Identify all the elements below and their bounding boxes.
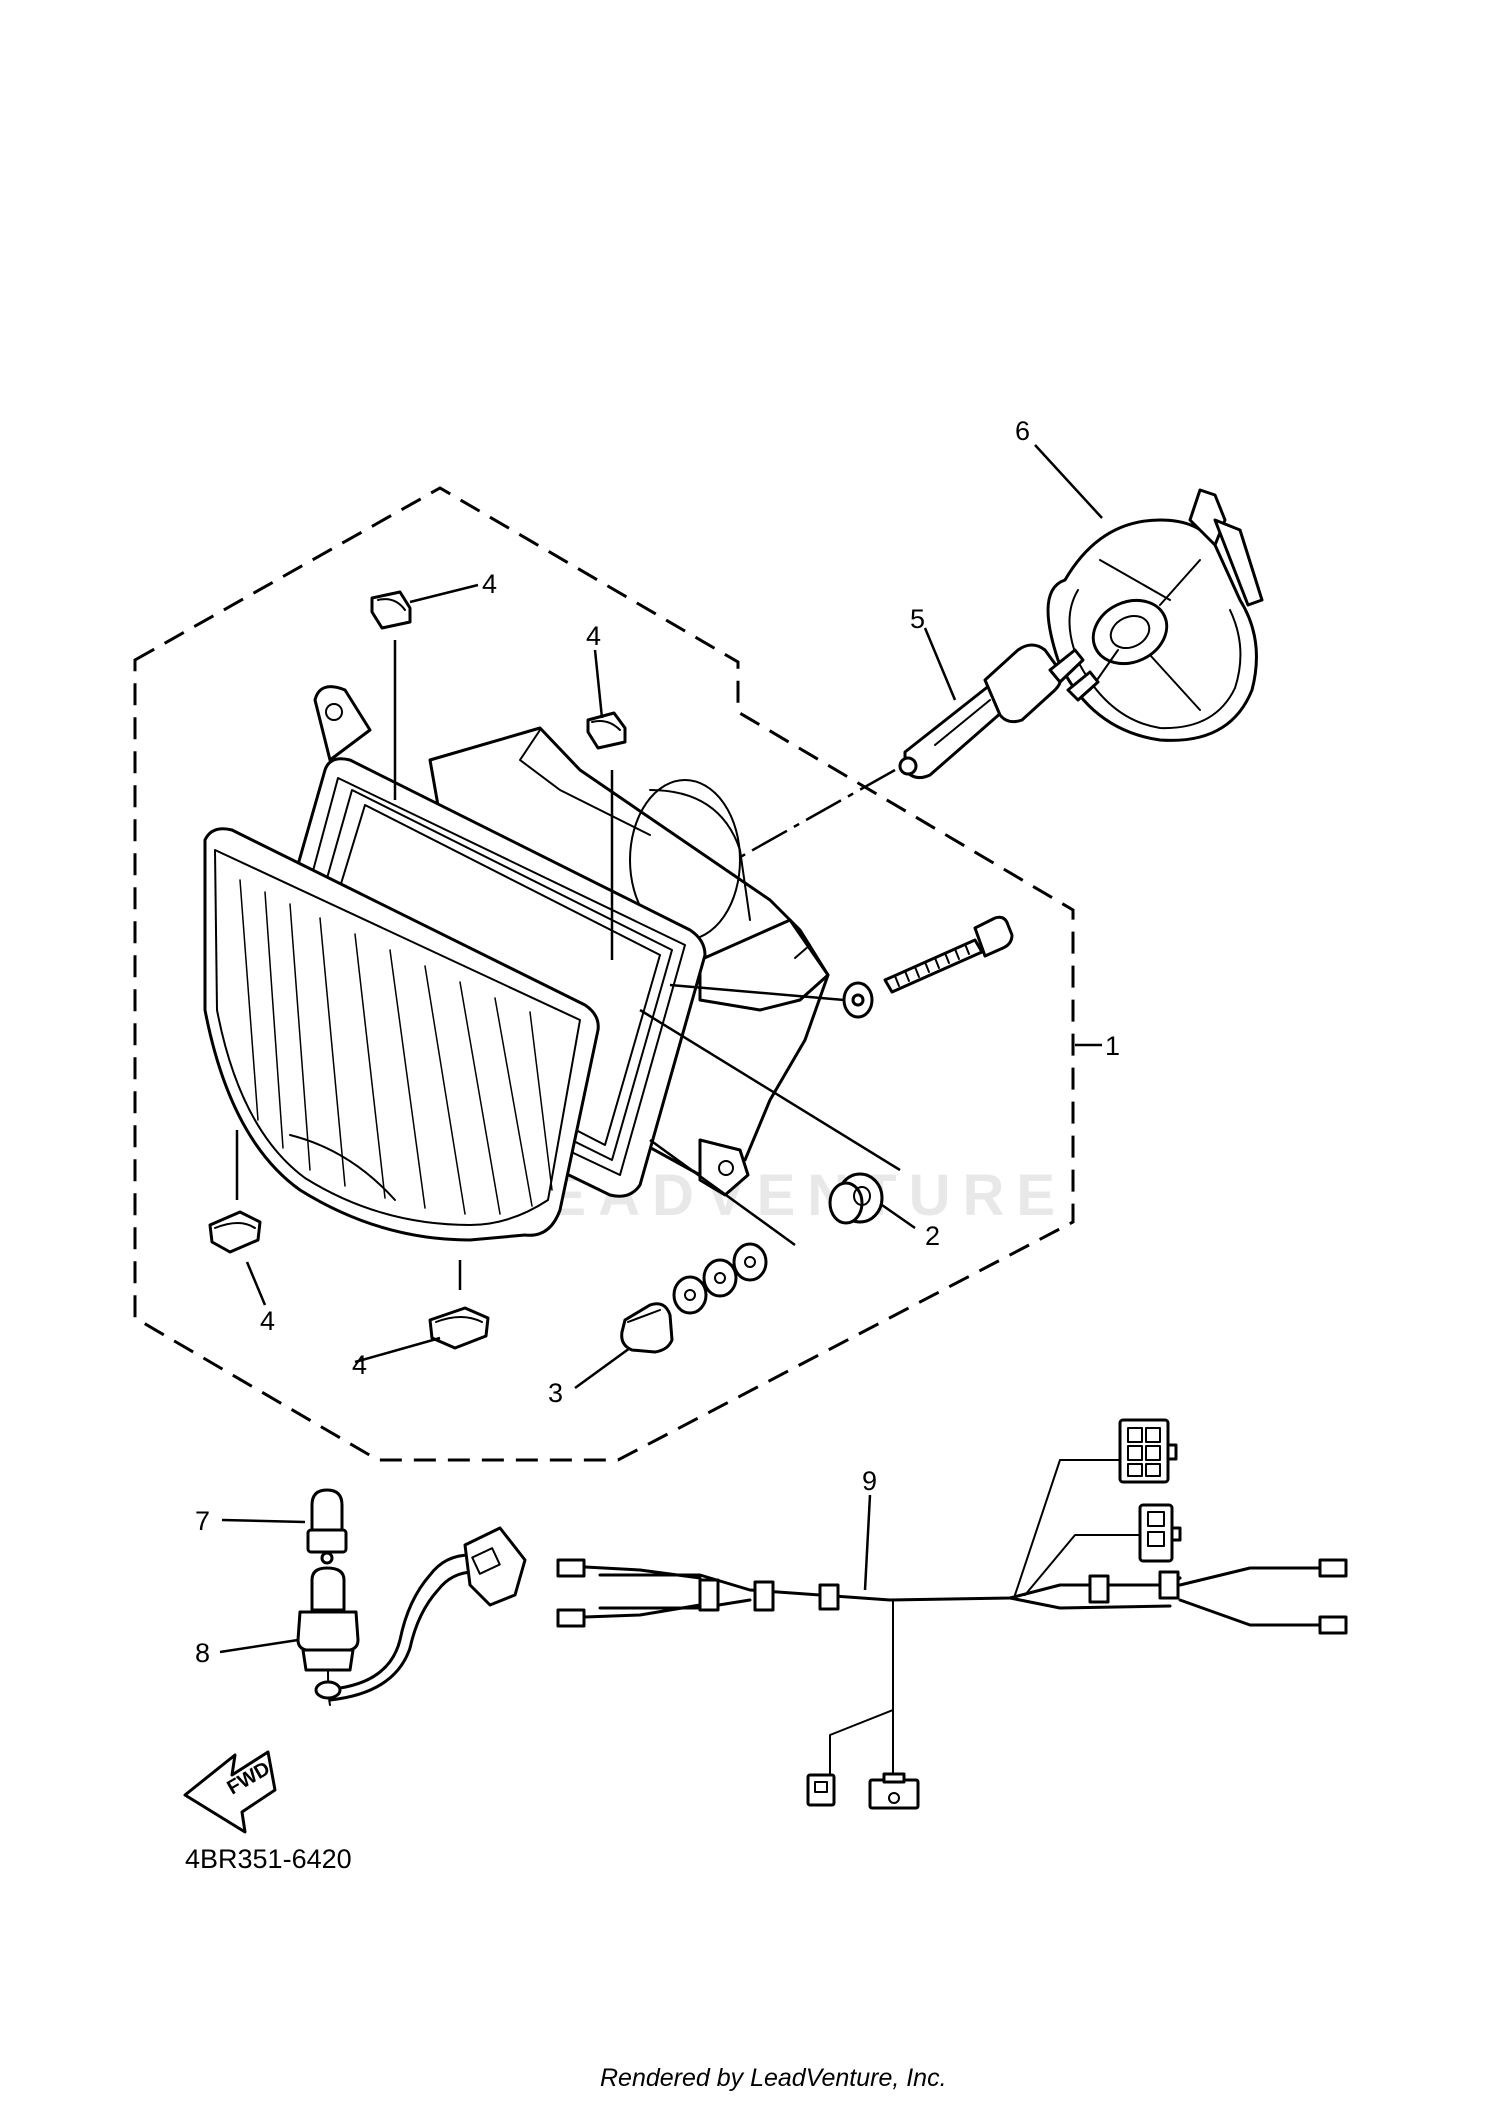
clip-bottom-left — [208, 1210, 262, 1254]
halogen-bulb — [898, 643, 1100, 780]
callout-3: 3 — [548, 1378, 563, 1408]
bulb-socket-cord — [296, 1526, 527, 1706]
adjuster-screw — [883, 915, 1014, 994]
wiring-harness — [556, 1418, 1348, 1810]
washer-set-3 — [620, 1242, 768, 1354]
part-code: 4BR351-6420 — [185, 1844, 352, 1874]
callout-leaders — [219, 444, 1103, 1654]
grommet-2 — [828, 1172, 884, 1225]
callout-7: 7 — [195, 1506, 210, 1536]
socket-cover — [1046, 488, 1264, 742]
callout-1: 1 — [1105, 1031, 1120, 1061]
footer-credit: Rendered by LeadVenture, Inc. — [600, 2064, 947, 2092]
callout-9: 9 — [862, 1466, 877, 1496]
fwd-arrow: FWD — [183, 1750, 277, 1834]
clip-top-center — [586, 711, 627, 750]
clip-top-left — [370, 590, 412, 630]
callout-4-top-left: 4 — [482, 569, 497, 599]
callout-4-bottom-center: 4 — [352, 1350, 367, 1380]
assembly-boundary — [133, 486, 1075, 1462]
callout-2: 2 — [925, 1221, 940, 1251]
clip-bottom-center — [428, 1306, 490, 1350]
assembly-guide-lines — [235, 640, 901, 1290]
callout-8: 8 — [195, 1638, 210, 1668]
callout-6: 6 — [1015, 416, 1030, 446]
headlight-assembly — [203, 685, 830, 1242]
callout-5: 5 — [910, 604, 925, 634]
position-bulb — [306, 1488, 348, 1565]
callout-4-top-center: 4 — [586, 621, 601, 651]
callout-4-bottom-left: 4 — [260, 1306, 275, 1336]
leader-bulb-housing — [734, 768, 896, 862]
